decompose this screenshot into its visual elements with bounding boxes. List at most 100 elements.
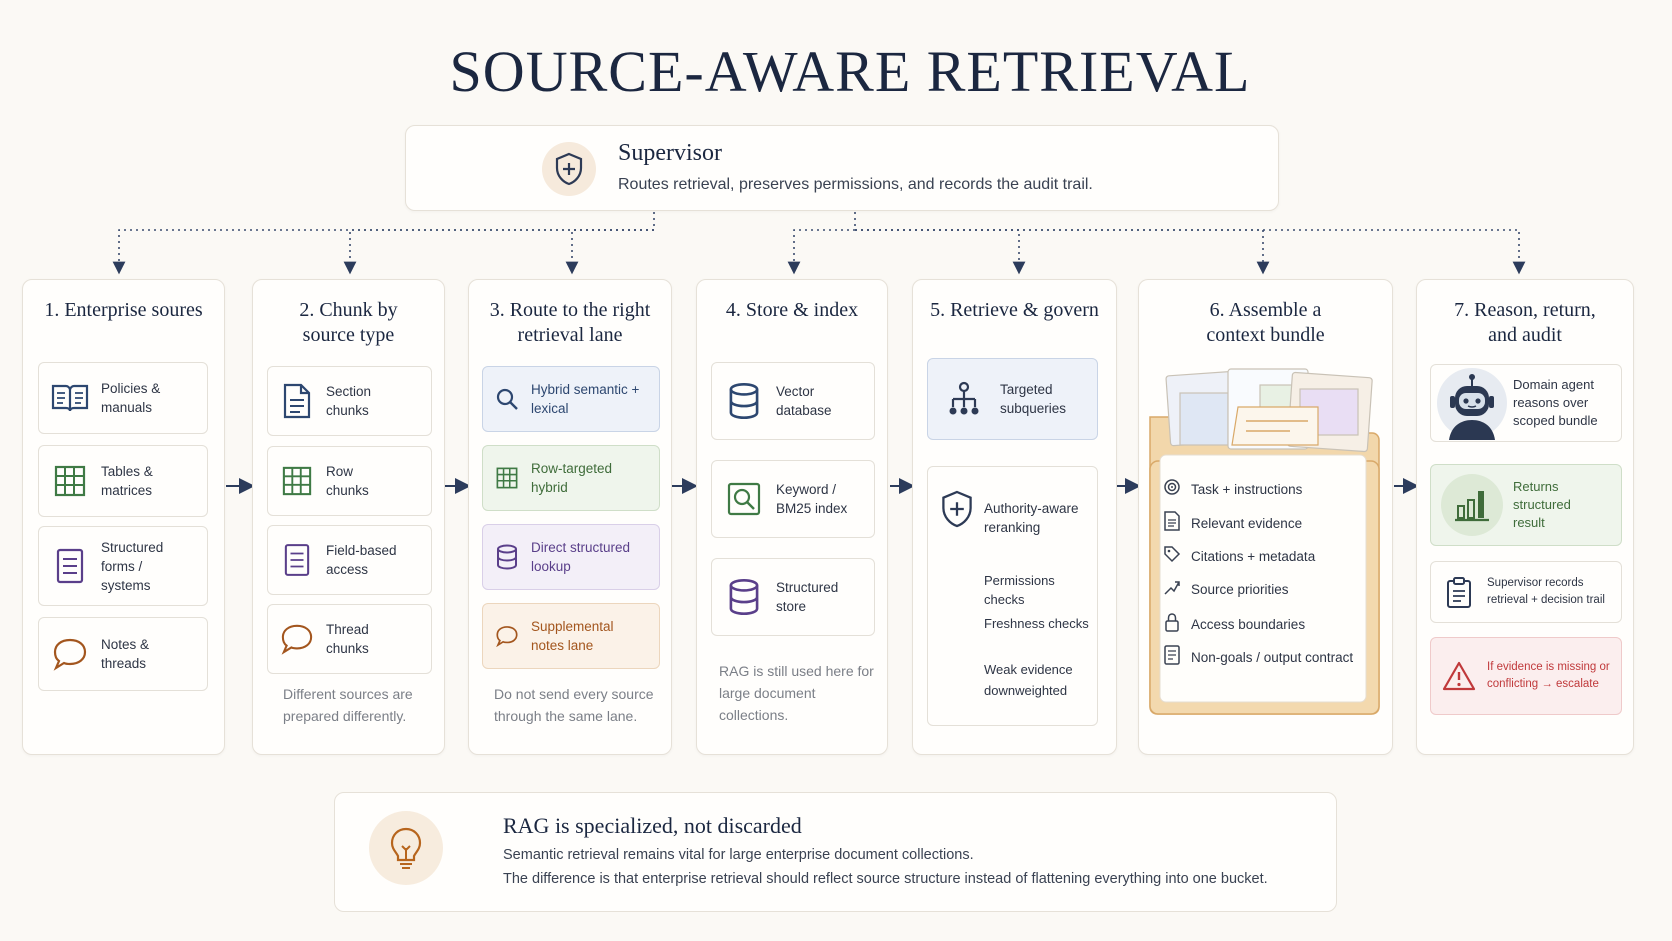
shield-icon [940, 489, 974, 534]
chat-bubble-icon [268, 623, 326, 655]
column-note: RAG is still used here for large documen… [719, 663, 874, 723]
column-route-lane: 3. Route to the right retrieval lane Hyb… [468, 279, 672, 755]
source-tables[interactable]: Tables & matrices [38, 445, 208, 517]
column-enterprise-sources: 1. Enterprise soures Policies & manuals … [22, 279, 225, 755]
rag-line-2: The difference is that enterprise retrie… [503, 871, 1268, 887]
shield-icon [542, 142, 596, 196]
card-label: Structured forms / systems [101, 539, 164, 593]
card-label: Direct structured lookup [531, 540, 631, 574]
column-title: 4. Store & index [725, 299, 859, 321]
column-reason-return-audit: 7. Reason, return, and audit Domain agen… [1416, 279, 1634, 755]
column-note: Different sources are prepared different… [283, 686, 413, 724]
targeted-subqueries[interactable]: Targeted subqueries [927, 358, 1098, 440]
form-icon [39, 548, 101, 584]
rag-title: RAG is specialized, not discarded [503, 813, 802, 838]
column-chunk-by-type: 2. Chunk by source type Section chunks R… [252, 279, 445, 755]
tag-icon [1163, 545, 1181, 568]
store-vector-db[interactable]: Vector database [711, 362, 875, 440]
contract-icon [1163, 645, 1181, 670]
lightbulb-icon [369, 811, 443, 885]
robot-icon [1431, 366, 1513, 440]
column-note: Do not send every source through the sam… [494, 686, 654, 724]
priority-icon [1163, 578, 1181, 601]
lane-hybrid-semantic[interactable]: Hybrid semantic + lexical [482, 366, 660, 432]
clipboard-icon [1431, 576, 1487, 608]
card-label: Returns structured result [1513, 479, 1571, 530]
card-label: Hybrid semantic + lexical [531, 382, 640, 416]
column-title: 6. Assemble a context bundle [1206, 299, 1325, 346]
column-title: 3. Route to the right retrieval lane [489, 299, 651, 346]
rag-line-1: Semantic retrieval remains vital for lar… [503, 847, 974, 863]
card-label: Row chunks [326, 464, 369, 498]
supervisor-panel: Supervisor Routes retrieval, preserves p… [405, 125, 1279, 211]
form-icon [268, 543, 326, 577]
page-title: SOURCE-AWARE RETRIEVAL [449, 39, 1251, 104]
folder-icon [1149, 368, 1380, 715]
bundle-contract: Non-goals / output contract [1163, 645, 1353, 670]
card-label: Notes & threads [101, 637, 150, 671]
chunk-section[interactable]: Section chunks [267, 366, 432, 436]
source-notes[interactable]: Notes & threads [38, 617, 208, 691]
lock-icon [1163, 612, 1181, 637]
chunk-thread[interactable]: Thread chunks [267, 604, 432, 674]
database-icon [483, 544, 531, 570]
lane-direct-lookup[interactable]: Direct structured lookup [482, 524, 660, 590]
card-label: Row-targeted hybrid [531, 461, 613, 495]
escalate-card[interactable]: If evidence is missing or conflicting → … [1430, 637, 1622, 715]
source-policies[interactable]: Policies & manuals [38, 362, 208, 434]
column-store-index: 4. Store & index Vector database Keyword… [696, 279, 888, 755]
lane-row-targeted[interactable]: Row-targeted hybrid [482, 445, 660, 511]
permissions-checks: Permissions checks [984, 573, 1055, 607]
card-label: Tables & matrices [101, 464, 153, 498]
card-label: Supervisor records retrieval + decision … [1487, 577, 1605, 606]
card-label: Domain agent reasons over scoped bundle [1513, 377, 1598, 428]
card-label: Supplemental notes lane [531, 619, 614, 653]
store-structured[interactable]: Structured store [711, 558, 875, 636]
source-forms[interactable]: Structured forms / systems [38, 526, 208, 606]
database-icon [712, 578, 776, 616]
table-icon [268, 466, 326, 496]
structured-result-card[interactable]: Returns structured result [1430, 464, 1622, 546]
warning-icon [1431, 661, 1487, 691]
governance-panel: Authority-aware reranking Permissions ch… [927, 466, 1098, 726]
domain-agent-card[interactable]: Domain agent reasons over scoped bundle [1430, 364, 1622, 442]
bar-chart-icon [1431, 474, 1513, 536]
chat-bubble-icon [39, 637, 101, 671]
target-icon [1163, 478, 1181, 501]
card-label: Field-based access [326, 543, 397, 577]
store-keyword-index[interactable]: Keyword / BM25 index [711, 460, 875, 538]
magnifier-doc-icon [712, 482, 776, 516]
chunk-field[interactable]: Field-based access [267, 525, 432, 595]
card-label: Structured store [776, 580, 839, 614]
card-label: If evidence is missing or conflicting → … [1487, 661, 1610, 690]
hierarchy-icon [928, 381, 1000, 417]
card-label: Section chunks [326, 384, 372, 418]
chat-bubble-icon [483, 625, 531, 647]
reranking-label: Authority-aware reranking [984, 501, 1079, 535]
supervisor-title: Supervisor [618, 140, 722, 166]
bundle-evidence: Relevant evidence [1163, 511, 1302, 536]
freshness-checks: Freshness checks [984, 616, 1089, 631]
table-icon [483, 467, 531, 489]
bundle-priorities: Source priorities [1163, 578, 1289, 601]
card-label: Policies & manuals [101, 381, 161, 415]
weak-evidence: Weak evidence downweighted [984, 662, 1073, 698]
document-icon [1163, 511, 1181, 536]
card-label: Keyword / BM25 index [776, 482, 848, 516]
database-icon [712, 382, 776, 420]
table-icon [39, 465, 101, 497]
column-title: 7. Reason, return, and audit [1454, 299, 1596, 346]
card-label: Vector database [776, 384, 832, 418]
rag-note-panel: RAG is specialized, not discarded Semant… [334, 792, 1337, 912]
book-icon [39, 382, 101, 414]
bundle-citations: Citations + metadata [1163, 545, 1315, 568]
audit-trail-card[interactable]: Supervisor records retrieval + decision … [1430, 561, 1622, 623]
lane-supplemental-notes[interactable]: Supplemental notes lane [482, 603, 660, 669]
column-retrieve-govern: 5. Retrieve & govern Targeted subqueries… [912, 279, 1117, 755]
column-title: 1. Enterprise soures [44, 299, 203, 321]
chunk-row[interactable]: Row chunks [267, 446, 432, 516]
bundle-task: Task + instructions [1163, 478, 1302, 501]
document-icon [268, 383, 326, 419]
column-title: 5. Retrieve & govern [930, 299, 1099, 321]
card-label: Thread chunks [326, 622, 369, 656]
